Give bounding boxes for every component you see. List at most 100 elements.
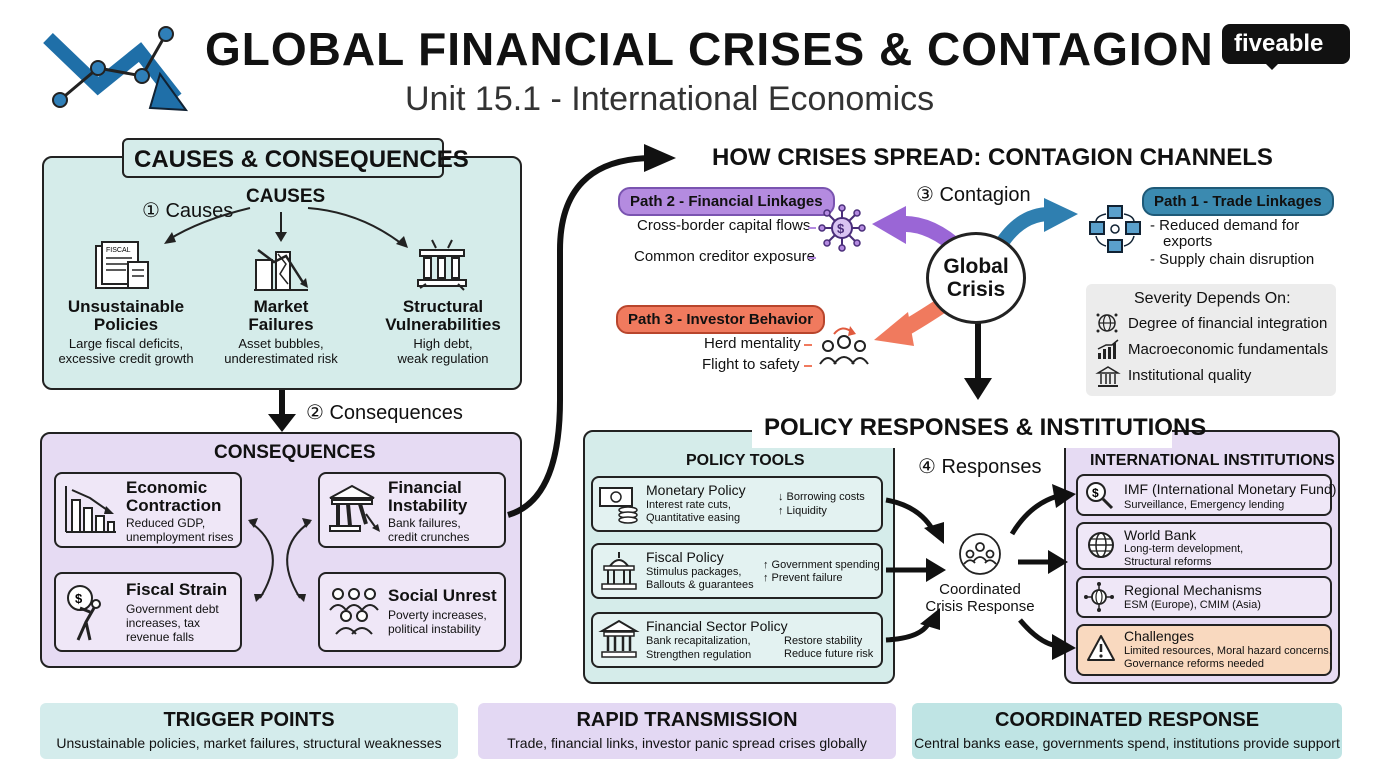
institution-title: Regional Mechanisms: [1124, 582, 1262, 598]
footer-desc: Trade, financial links, investor panic s…: [507, 735, 867, 751]
cause-desc: Large fiscal deficits,: [68, 336, 184, 351]
consequence-desc: unemployment rises: [126, 530, 234, 544]
policy-tool-fiscal: [591, 543, 883, 599]
path1-item: exports: [1163, 233, 1213, 250]
policy-tools-panel: [583, 430, 895, 684]
growth-chart-icon: [1097, 339, 1119, 359]
regional-network-icon: [1084, 582, 1114, 612]
svg-text:$: $: [75, 591, 83, 606]
svg-text:$: $: [837, 221, 845, 236]
policy-tool-effect: ↑ Liquidity: [778, 505, 827, 517]
coordination-label: Coordinated: [939, 581, 1021, 598]
institution-desc: ESM (Europe), CMIM (Asia): [1124, 599, 1261, 611]
cause-desc: High debt,: [413, 336, 473, 351]
cause-structural-vulnerabilities: Structural Vulnerabilities High debt, we…: [368, 297, 518, 367]
cause-desc: excessive credit growth: [58, 351, 194, 366]
consequence-desc: Bank failures,: [388, 516, 461, 530]
bank-icon: [598, 619, 640, 658]
policy-tool-effect: Reduce future risk: [784, 648, 874, 660]
institution-title: World Bank: [1124, 527, 1197, 543]
policy-tool-financial-sector: [591, 612, 883, 668]
consequence-desc: revenue falls: [126, 630, 195, 644]
network-dollar-icon: $: [818, 204, 866, 252]
policy-tools-heading: POLICY TOOLS: [686, 452, 805, 469]
severity-title: Severity Depends On:: [1134, 290, 1291, 307]
institution-title: Challenges: [1124, 628, 1195, 644]
page-subtitle: Unit 15.1 - International Economics: [405, 80, 935, 118]
footer-trigger-points: TRIGGER POINTS Unsustainable policies, m…: [40, 703, 458, 759]
global-crisis-node: [926, 232, 1026, 324]
path1-item: - Supply chain disruption: [1150, 251, 1315, 268]
consequence-title: Economic: [126, 478, 208, 497]
capitol-building-icon: [601, 552, 637, 590]
policy-tool-title: Financial Sector Policy: [646, 618, 788, 634]
crowd-icon: [329, 588, 379, 635]
collapsing-bank-icon: [329, 484, 380, 532]
policy-tool-desc: Interest rate cuts,: [646, 499, 731, 511]
coordinated-group-icon: [959, 533, 1001, 575]
consequence-title: Contraction: [126, 496, 222, 515]
broken-building-chart-icon: [254, 249, 308, 291]
policy-tool-effect: ↑ Government spending: [763, 559, 880, 571]
policy-tool-effect: ↓ Borrowing costs: [778, 491, 865, 503]
institutions-heading: INTERNATIONAL INSTITUTIONS: [1090, 452, 1335, 469]
cause-title: Market: [253, 297, 309, 316]
consequence-title: Social Unrest: [388, 586, 497, 605]
path2-label: Path 2 - Financial Linkages: [618, 187, 835, 216]
consequence-title: Instability: [388, 496, 468, 515]
footer-desc: Unsustainable policies, market failures,…: [56, 735, 442, 751]
magnifier-dollar-icon: $: [1086, 482, 1114, 510]
consequences-panel: [40, 432, 522, 668]
responses-step-label: ④ Responses: [918, 456, 1042, 478]
cause-title: Policies: [93, 315, 159, 334]
institution-regional-mechanisms: [1076, 576, 1332, 618]
consequence-fiscal-strain: [54, 572, 242, 652]
footer-rapid-transmission: RAPID TRANSMISSION Trade, financial link…: [478, 703, 896, 759]
footer-desc: Central banks ease, governments spend, i…: [914, 735, 1340, 751]
causes-panel-title-box: CAUSES & CONSEQUENCES: [122, 138, 469, 178]
trade-cubes-icon: [1089, 205, 1141, 253]
policy-tool-title: Monetary Policy: [646, 482, 746, 498]
path1-item: - Reduced demand for: [1150, 217, 1300, 234]
policy-tool-effect: Restore stability: [784, 635, 863, 647]
policy-tool-desc: Quantitative easing: [646, 512, 741, 524]
page-title: GLOBAL FINANCIAL CRISES & CONTAGION: [205, 23, 1214, 75]
causes-panel-title: CAUSES & CONSEQUENCES: [134, 146, 469, 173]
severity-item: Degree of financial integration: [1128, 315, 1328, 332]
policy-tool-desc: Stimulus packages,: [646, 566, 742, 578]
severity-item: Macroeconomic fundamentals: [1128, 341, 1329, 358]
cause-title: Structural: [402, 297, 484, 316]
institution-challenges: [1076, 624, 1332, 676]
path2-item: Cross-border capital flows: [637, 217, 811, 234]
cause-title: Unsustainable: [67, 297, 185, 316]
global-crisis-label: Crisis: [946, 278, 1006, 301]
path3-item: Flight to safety: [702, 356, 800, 373]
policy-title-box: [752, 410, 1172, 448]
cause-market-failures: Market Failures Asset bubbles, underesti…: [206, 297, 356, 367]
causes-heading: CAUSES: [246, 186, 326, 207]
policy-tool-desc: Bank recapitalization,: [646, 635, 751, 647]
brand-logo: fiveable: [1222, 24, 1350, 64]
consequence-title: Financial: [388, 478, 462, 497]
consequence-title: Fiscal Strain: [126, 580, 228, 599]
consequence-desc: Government debt: [126, 602, 219, 616]
consequence-desc: Poverty increases,: [388, 608, 487, 622]
warning-icon: [1087, 635, 1115, 661]
policy-tool-monetary: [591, 476, 883, 532]
footer-coordinated-response: COORDINATED RESPONSE Central banks ease,…: [912, 703, 1342, 759]
path1-label: Path 1 - Trade Linkages: [1142, 187, 1334, 216]
institution-imf: [1076, 474, 1332, 516]
cause-title: Vulnerabilities: [385, 315, 501, 334]
contagion-step-label: ③ Contagion: [916, 184, 1031, 206]
policy-title: POLICY RESPONSES & INSTITUTIONS: [764, 414, 1207, 441]
brand-logo-tail: [1262, 60, 1282, 70]
path3-item: Herd mentality: [704, 335, 801, 352]
investor-group-icon: [819, 326, 869, 365]
path3-label: Path 3 - Investor Behavior: [616, 305, 826, 334]
